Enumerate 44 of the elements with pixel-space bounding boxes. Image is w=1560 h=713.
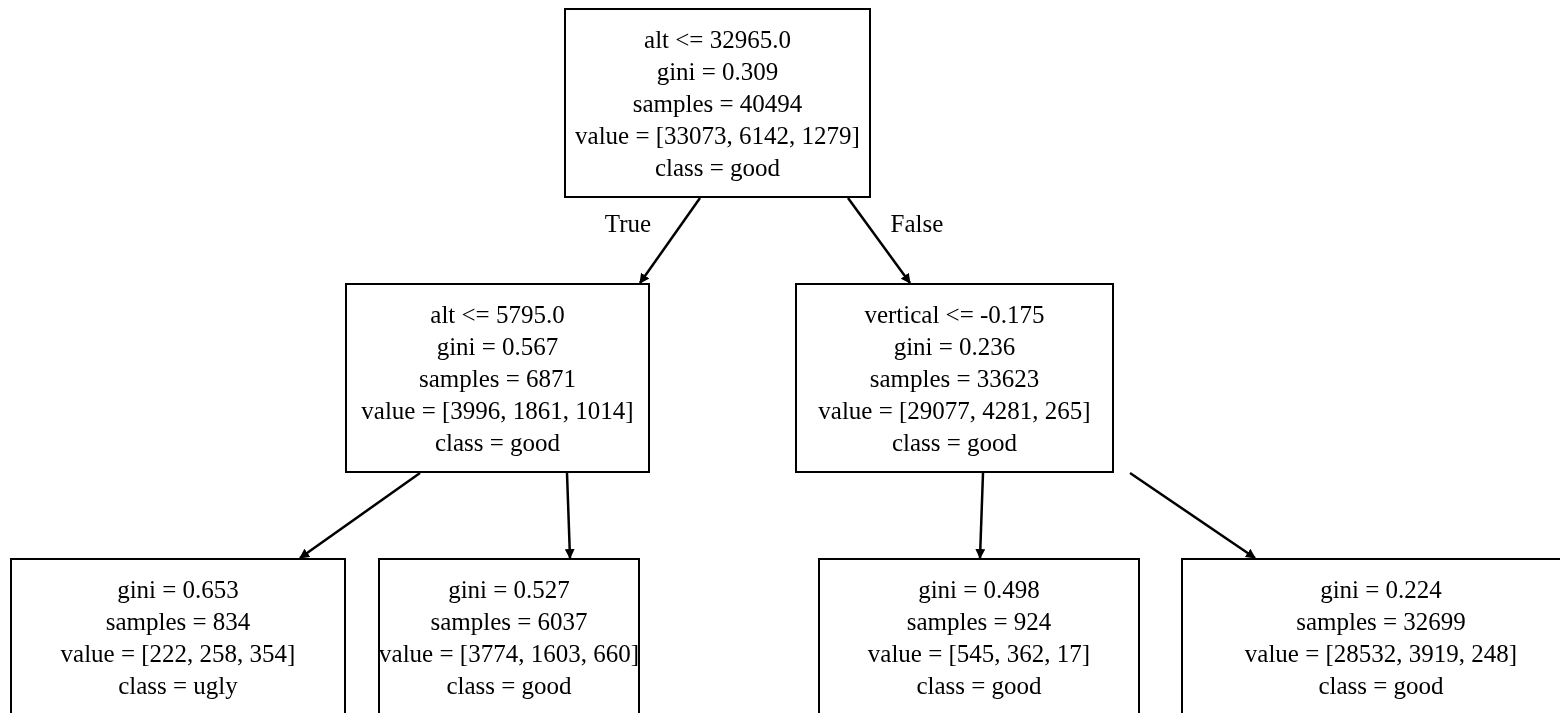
tree-node-box (345, 283, 650, 473)
node-text: samples = 6037 (430, 607, 588, 637)
tree-node-box (818, 558, 1140, 713)
tree-node-box (1181, 558, 1560, 713)
node-text: class = good (1318, 671, 1444, 701)
node-text: value = [28532, 3919, 248] (1244, 639, 1518, 669)
node-text: value = [33073, 6142, 1279] (575, 121, 860, 151)
node-text: samples = 40494 (632, 89, 803, 119)
arrow (299, 471, 421, 560)
tree-node-box (378, 558, 640, 713)
node-text: value = [545, 362, 17] (867, 639, 1091, 669)
arrow (638, 197, 702, 284)
node-text: samples = 33623 (869, 364, 1040, 394)
node-text: samples = 924 (906, 607, 1052, 637)
node-text: samples = 32699 (1296, 607, 1466, 637)
node-text: class = good (891, 428, 1018, 458)
node-text: value = [3774, 1603, 660] (379, 639, 639, 669)
node-text: value = [3996, 1861, 1014] (361, 396, 634, 426)
arrow (847, 197, 911, 284)
node-text: value = [29077, 4281, 265] (818, 396, 1091, 426)
node-text: class = good (434, 428, 561, 458)
tree-node-box (10, 558, 346, 713)
tree-node-box (564, 8, 871, 198)
node-text: gini = 0.498 (918, 575, 1040, 605)
node-text: samples = 834 (105, 607, 251, 637)
node-text: alt <= 32965.0 (644, 25, 791, 55)
node-text: alt <= 5795.0 (430, 300, 565, 330)
node-text: vertical <= -0.175 (864, 300, 1045, 330)
node-text: gini = 0.567 (436, 332, 559, 362)
node-text: class = good (446, 671, 572, 701)
arrow (1129, 471, 1256, 560)
node-text: gini = 0.236 (893, 332, 1016, 362)
node-text: class = good (916, 671, 1042, 701)
node-text: class = good (654, 153, 781, 183)
arrow (564, 472, 575, 559)
node-text: samples = 6871 (418, 364, 577, 394)
node-text: value = [222, 258, 354] (60, 639, 296, 669)
tree-node-box (795, 283, 1114, 473)
node-text: gini = 0.224 (1320, 575, 1442, 605)
node-text: class = ugly (118, 671, 238, 701)
node-text: gini = 0.527 (448, 575, 570, 605)
node-text: gini = 0.653 (117, 575, 239, 605)
arrow (975, 472, 986, 559)
node-text: gini = 0.309 (656, 57, 779, 87)
